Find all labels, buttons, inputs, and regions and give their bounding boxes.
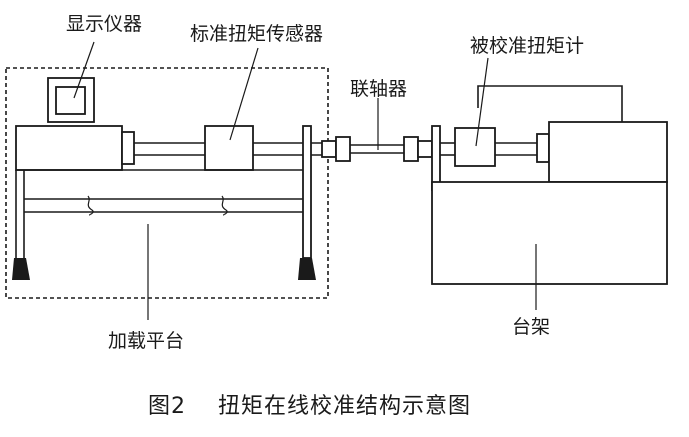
loading-platform-boundary [5, 67, 329, 299]
calibrated-wrench-assembly [440, 127, 550, 167]
wrench-bracket [477, 85, 623, 122]
display-instrument [47, 77, 95, 123]
left-shaft [134, 142, 205, 156]
caption-number: 图2 [148, 394, 186, 419]
leader-wrench [475, 57, 489, 147]
label-standard-sensor: 标准扭矩传感器 [190, 23, 323, 45]
right-motor-housing [548, 121, 668, 183]
motor-housing [15, 125, 135, 171]
platform-legs [12, 258, 316, 280]
stand-box [431, 181, 668, 285]
label-calibrated-wrench: 被校准扭矩计 [470, 35, 584, 57]
leader-sensor [229, 47, 259, 141]
coupling-assembly [321, 136, 433, 162]
platform-frame [15, 169, 303, 258]
left-end-plate [302, 125, 312, 259]
label-display-instrument: 显示仪器 [66, 13, 142, 35]
leader-display [73, 41, 95, 99]
label-stand: 台架 [512, 316, 550, 338]
label-coupling: 联轴器 [350, 78, 407, 100]
standard-sensor-box [204, 125, 254, 171]
caption-title: 扭矩在线校准结构示意图 [218, 394, 471, 419]
label-loading-platform: 加载平台 [108, 330, 184, 352]
right-end-plate [431, 125, 441, 191]
